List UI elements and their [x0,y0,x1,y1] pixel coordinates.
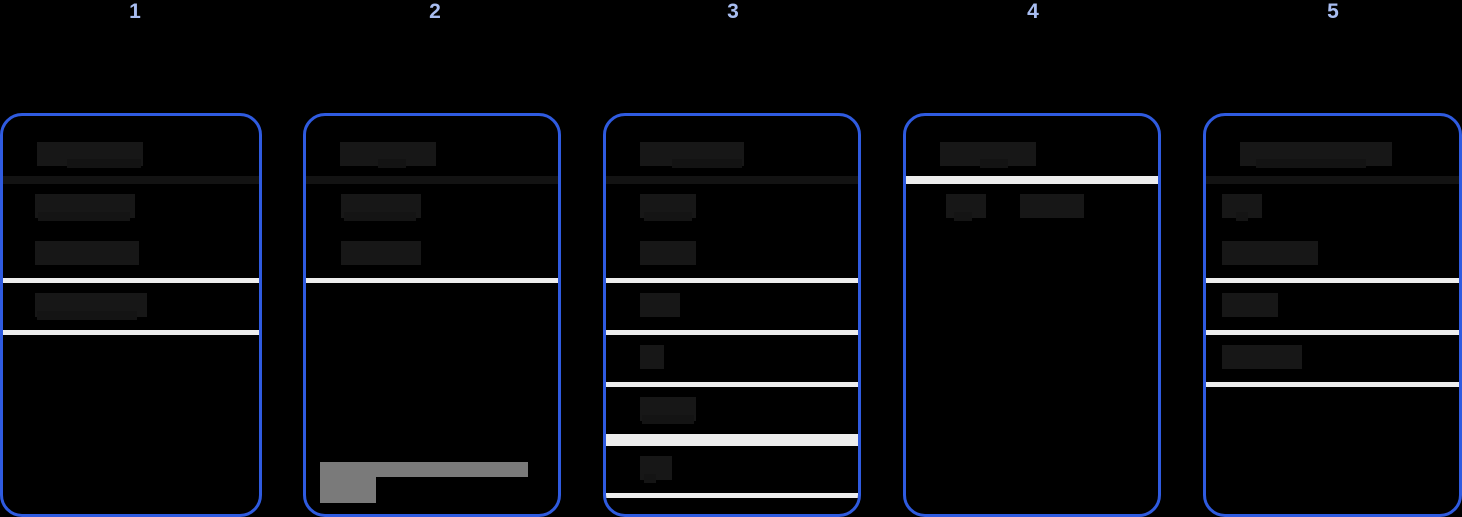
card-2-body [306,116,558,514]
row-divider [906,176,1158,184]
step-marker-label: 4 [1027,0,1039,23]
list-item[interactable] [3,283,259,330]
redacted-row-descender [644,212,692,221]
button-redacted-label [320,477,376,503]
list-item[interactable] [606,283,858,330]
redacted-row-text [1222,241,1318,265]
card-4-title [906,142,1158,176]
card-5-body [1206,116,1459,514]
card-1[interactable] [0,113,262,517]
row-divider [606,434,858,446]
list-item[interactable] [606,335,858,382]
list-item[interactable] [1206,335,1459,382]
step-marker-label: 1 [129,0,141,23]
card-5-title [1206,142,1459,176]
list-item[interactable] [606,184,858,231]
step-marker-2: 2 [424,0,446,26]
step-marker-3: 3 [722,0,744,26]
redacted-row-text [640,345,664,369]
list-item[interactable] [1206,283,1459,330]
row-divider [606,493,858,498]
list-item[interactable] [1206,231,1459,278]
row-divider [1206,330,1459,335]
card-4[interactable] [903,113,1161,517]
row-divider [1206,382,1459,387]
card-4-body [906,116,1158,514]
row-divider [606,278,858,283]
button-redacted-bar [320,462,528,477]
redacted-title-descender [980,159,1008,168]
list-item[interactable] [606,446,858,493]
list-item[interactable] [606,231,858,278]
row-divider [306,278,558,283]
card-3-body [606,116,858,514]
redacted-row-descender [344,212,416,221]
step-marker-label: 2 [429,0,441,23]
row-divider [1206,278,1459,283]
card-2[interactable] [303,113,561,517]
redacted-row-descender [644,474,656,483]
redacted-row-descender [642,415,694,424]
list-item[interactable] [3,231,259,278]
redacted-title-descender [1256,159,1366,168]
list-item[interactable] [606,387,858,434]
row-divider [3,278,259,283]
card-3[interactable] [603,113,861,517]
card-row [0,113,1462,517]
redacted-row-descender [954,212,972,221]
redacted-title-descender [67,159,141,168]
card-5[interactable] [1203,113,1462,517]
redacted-row-descender [37,311,137,320]
row-divider [606,382,858,387]
step-marker-1: 1 [124,0,146,26]
row-divider [3,176,259,184]
redacted-title-descender [672,159,742,168]
redacted-row-text [1222,293,1278,317]
list-item[interactable] [906,184,1158,231]
redacted-row-text [1222,345,1302,369]
redacted-row-text [640,293,680,317]
card-2-title [306,142,558,176]
card-3-title [606,142,858,176]
redacted-row-text [640,241,696,265]
redacted-title-descender [378,159,406,168]
list-item[interactable] [3,184,259,231]
step-marker-label: 5 [1327,0,1339,23]
row-divider [606,176,858,184]
step-marker-5: 5 [1322,0,1344,26]
row-divider [606,330,858,335]
list-item[interactable] [1206,184,1459,231]
row-divider [1206,176,1459,184]
step-marker-label: 3 [727,0,739,23]
redacted-row-value [1020,194,1084,218]
redacted-row-descender [1236,212,1248,221]
card-1-title [3,142,259,176]
row-divider [3,330,259,335]
card-1-body [3,116,259,514]
redacted-row-text [341,241,421,265]
primary-action-button[interactable] [320,462,528,503]
step-marker-strip: 1 2 3 4 5 [0,0,1462,30]
row-divider [306,176,558,184]
step-marker-4: 4 [1022,0,1044,26]
redacted-row-descender [38,212,130,221]
redacted-row-text [35,241,139,265]
list-item[interactable] [306,231,558,278]
list-item[interactable] [306,184,558,231]
